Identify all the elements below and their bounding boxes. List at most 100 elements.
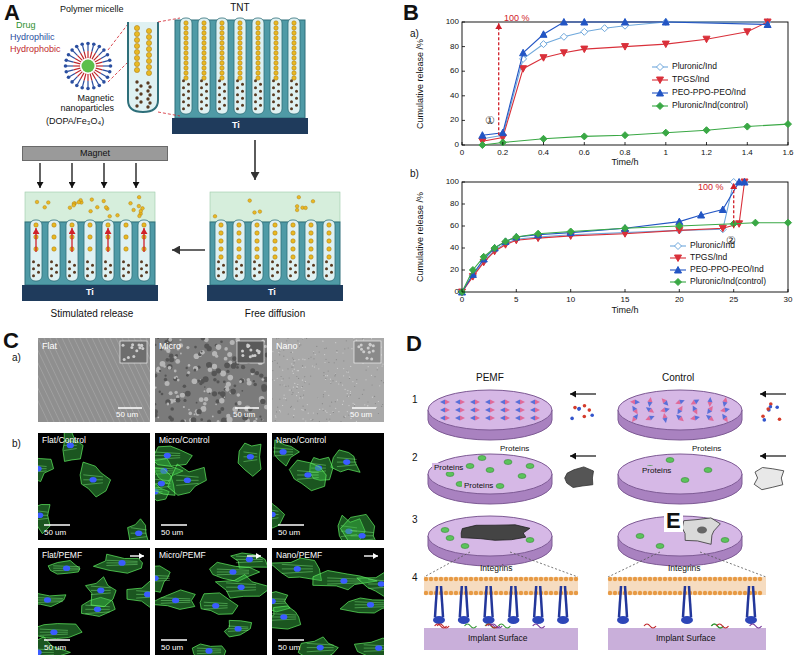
illustration-part (289, 267, 292, 270)
illustration-part (290, 389, 291, 390)
illustration-part (707, 402, 712, 407)
illustration-part (341, 514, 380, 540)
illustration-part (694, 397, 701, 404)
illustration-part (235, 274, 238, 277)
tick-label: 5 (514, 295, 518, 304)
illustration-part (372, 384, 373, 385)
illustration-part (274, 36, 278, 40)
cell (682, 518, 720, 544)
illustration-part (143, 228, 144, 252)
illustration-part (479, 591, 483, 595)
illustration-part (161, 524, 187, 526)
illustration-part (312, 271, 315, 274)
illustration-part (38, 602, 63, 603)
illustration-part (75, 45, 79, 49)
illustration-part (788, 289, 789, 292)
illustration-part (224, 357, 228, 361)
illustration-part (760, 393, 786, 394)
illustration-part (719, 226, 726, 233)
illustration-part (364, 404, 365, 405)
illustration-part (733, 577, 737, 581)
illustration-part (340, 421, 341, 422)
illustration-part (760, 455, 786, 456)
illustration-part (313, 352, 314, 353)
node-label: Magnet (80, 148, 110, 159)
illustration-part (367, 405, 368, 406)
illustration-part (202, 31, 206, 35)
illustration-part (513, 234, 520, 241)
illustration-part (223, 97, 226, 100)
illustration-part (296, 388, 297, 389)
illustration-part (475, 400, 480, 405)
illustration-part (274, 76, 278, 80)
illustration-part (296, 395, 297, 396)
illustration-part (554, 577, 558, 581)
illustration-part (35, 228, 36, 252)
illustration-part (146, 40, 151, 45)
illustration-part (139, 92, 142, 95)
illustration-part (253, 211, 257, 215)
illustration-part (272, 107, 275, 110)
illustration-part (485, 408, 490, 413)
illustration-part (662, 19, 669, 26)
illustration-part (303, 395, 304, 396)
illustration-part (504, 591, 508, 595)
illustration-part (90, 74, 92, 81)
protein (461, 544, 469, 549)
illustration-part (259, 97, 262, 100)
illustration-part (761, 415, 765, 419)
illustration-part (104, 260, 107, 263)
illustration-part (290, 79, 293, 82)
illustration-part (313, 351, 314, 352)
illustration-part (91, 586, 111, 588)
illustration-part (524, 577, 528, 581)
illustration-part (368, 366, 369, 367)
illustration-part (62, 338, 102, 422)
illustration-part (73, 65, 80, 66)
integrin (509, 586, 511, 617)
illustration-part (187, 104, 190, 107)
illustration-part (327, 255, 331, 259)
illustration-part (335, 374, 336, 375)
illustration-part (169, 391, 173, 395)
illustration-part (262, 387, 267, 392)
axis-title: Time/h (611, 305, 638, 315)
data-line (462, 223, 788, 292)
illustration-part (239, 378, 244, 383)
illustration-part (219, 247, 223, 251)
flow-arrow (172, 249, 205, 251)
illustration-part (90, 477, 97, 483)
illustration-part (270, 18, 282, 114)
illustration-part (277, 83, 280, 86)
illustration-part (329, 405, 330, 406)
illustration-part (220, 71, 224, 75)
illustration-part (326, 412, 327, 413)
cell (754, 468, 784, 490)
illustration-part (88, 235, 92, 239)
illustration-part (673, 577, 677, 581)
tick-label: 0 (460, 148, 464, 157)
illustration-part (302, 380, 303, 381)
illustration-part (286, 399, 287, 400)
illustration-part (256, 46, 260, 50)
illustration-part (291, 390, 292, 391)
array-group: TNT (175, 2, 305, 140)
illustration-part (638, 577, 642, 581)
illustration-part (155, 412, 158, 417)
tick-label: 100 (446, 177, 459, 186)
illustration-part (707, 397, 713, 407)
illustration-part (279, 399, 280, 400)
illustration-part (35, 200, 39, 204)
integrin (460, 586, 462, 617)
illustration-part (287, 220, 299, 281)
panel-letter: C (3, 330, 19, 352)
illustration-part (157, 417, 159, 419)
illustration-part (184, 46, 188, 50)
integrin (619, 586, 621, 617)
illustration-part (236, 366, 239, 369)
illustration-part (184, 66, 188, 70)
illustration-part (146, 70, 151, 75)
illustration-part (359, 533, 366, 539)
illustration-part (38, 433, 150, 540)
illustration-part (291, 367, 292, 368)
